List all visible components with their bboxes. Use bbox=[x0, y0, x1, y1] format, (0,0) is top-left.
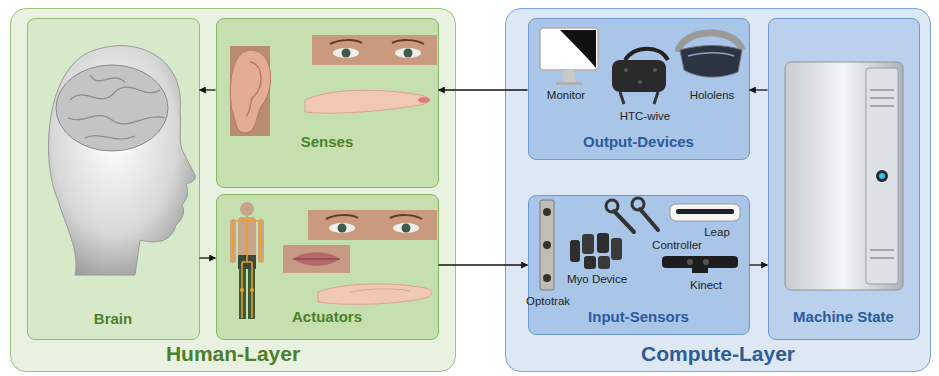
device-label: Controller bbox=[652, 239, 702, 253]
machine-box: Machine State bbox=[768, 18, 920, 340]
device-label: Kinect bbox=[690, 279, 722, 293]
device-label: Myo Device bbox=[567, 273, 627, 287]
layer-panel: Compute-Layer Output-DevicesInput-Sensors… bbox=[505, 8, 931, 372]
senses-box: Senses bbox=[216, 18, 439, 188]
device-label: Hololens bbox=[690, 89, 735, 103]
device-label: HTC-wive bbox=[620, 110, 670, 124]
device-label: Monitor bbox=[547, 89, 585, 103]
device-label: Leap bbox=[704, 226, 730, 240]
node-title: Machine State bbox=[793, 308, 894, 326]
node-title: Input-Sensors bbox=[588, 308, 689, 326]
brain-box: Brain bbox=[27, 18, 200, 340]
node-title: Actuators bbox=[292, 308, 362, 326]
node-title: Output-Devices bbox=[583, 133, 694, 151]
actuators-box: Actuators bbox=[216, 194, 439, 340]
node-title: Human-Layer bbox=[166, 341, 300, 366]
node-title: Senses bbox=[301, 133, 354, 151]
node-title: Brain bbox=[94, 310, 132, 328]
input-box: Input-Sensors bbox=[528, 195, 750, 335]
device-label: Optotrak bbox=[526, 295, 570, 309]
node-title: Compute-Layer bbox=[641, 341, 795, 366]
layer-panel: Human-Layer Brain SensesActuators bbox=[10, 8, 456, 372]
output-box: Output-Devices bbox=[528, 18, 750, 160]
